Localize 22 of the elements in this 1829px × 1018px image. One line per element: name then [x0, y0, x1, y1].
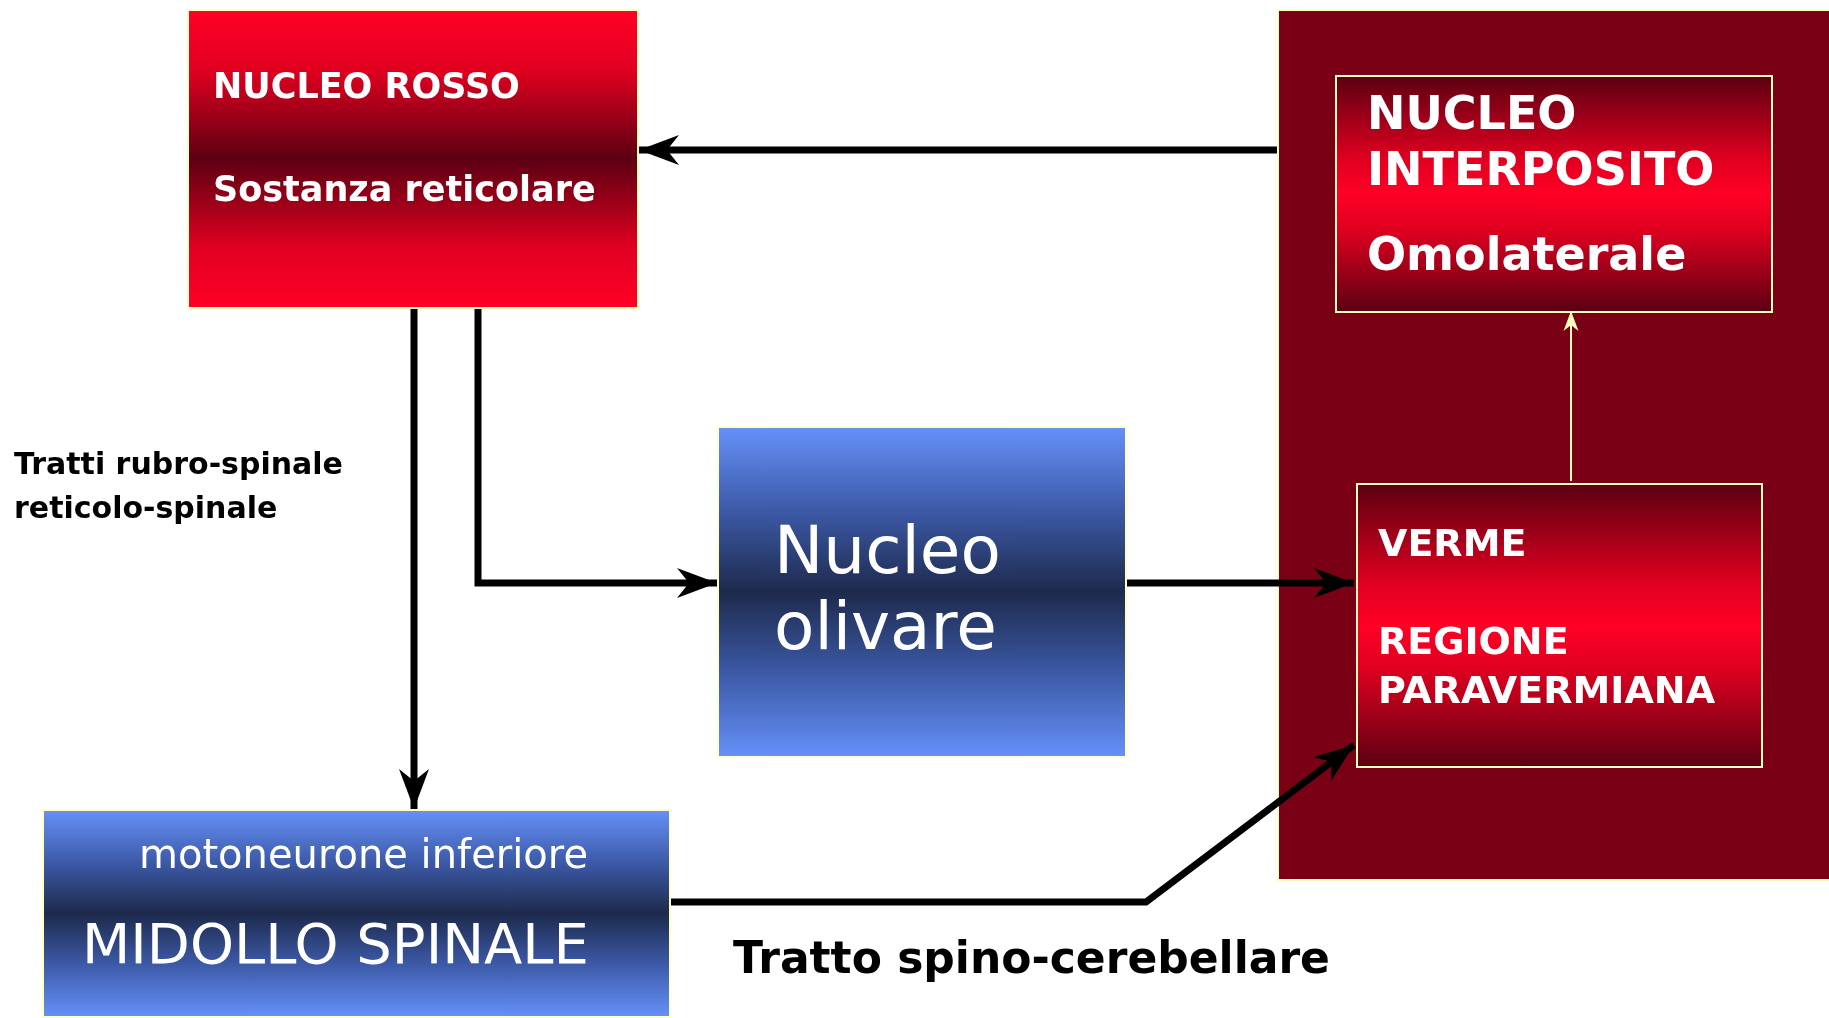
box-subtitle: Sostanza reticolare — [213, 169, 596, 209]
box-subtitle: Omolaterale — [1367, 227, 1687, 281]
cerebellum-panel — [1277, 9, 1829, 881]
box-heading: NUCLEO ROSSO — [213, 66, 520, 106]
nucleus-box — [717, 426, 1127, 758]
cerebellum-region-box — [1356, 483, 1763, 768]
arrow — [399, 309, 429, 809]
nucleus-box — [1335, 75, 1773, 313]
spinal-cord-box — [42, 809, 671, 1018]
box-heading: MIDOLLO SPINALE — [82, 911, 589, 976]
box-subtitle: REGIONE PARAVERMIANA — [1378, 618, 1717, 715]
arrow — [474, 309, 717, 598]
box-label: Nucleo olivare — [774, 513, 1002, 665]
edge-label: Tratto spino-cerebellare — [733, 932, 1330, 983]
arrow — [671, 742, 1357, 906]
arrow — [1127, 568, 1354, 598]
box-heading: VERME — [1378, 521, 1527, 565]
nucleus-box — [187, 9, 639, 309]
arrow — [639, 135, 1277, 165]
box-heading: NUCLEO INTERPOSITO — [1367, 85, 1716, 198]
tract-label: Tratti rubro-spinale reticolo-spinale — [14, 445, 344, 527]
box-subtitle: motoneurone inferiore — [139, 831, 588, 877]
